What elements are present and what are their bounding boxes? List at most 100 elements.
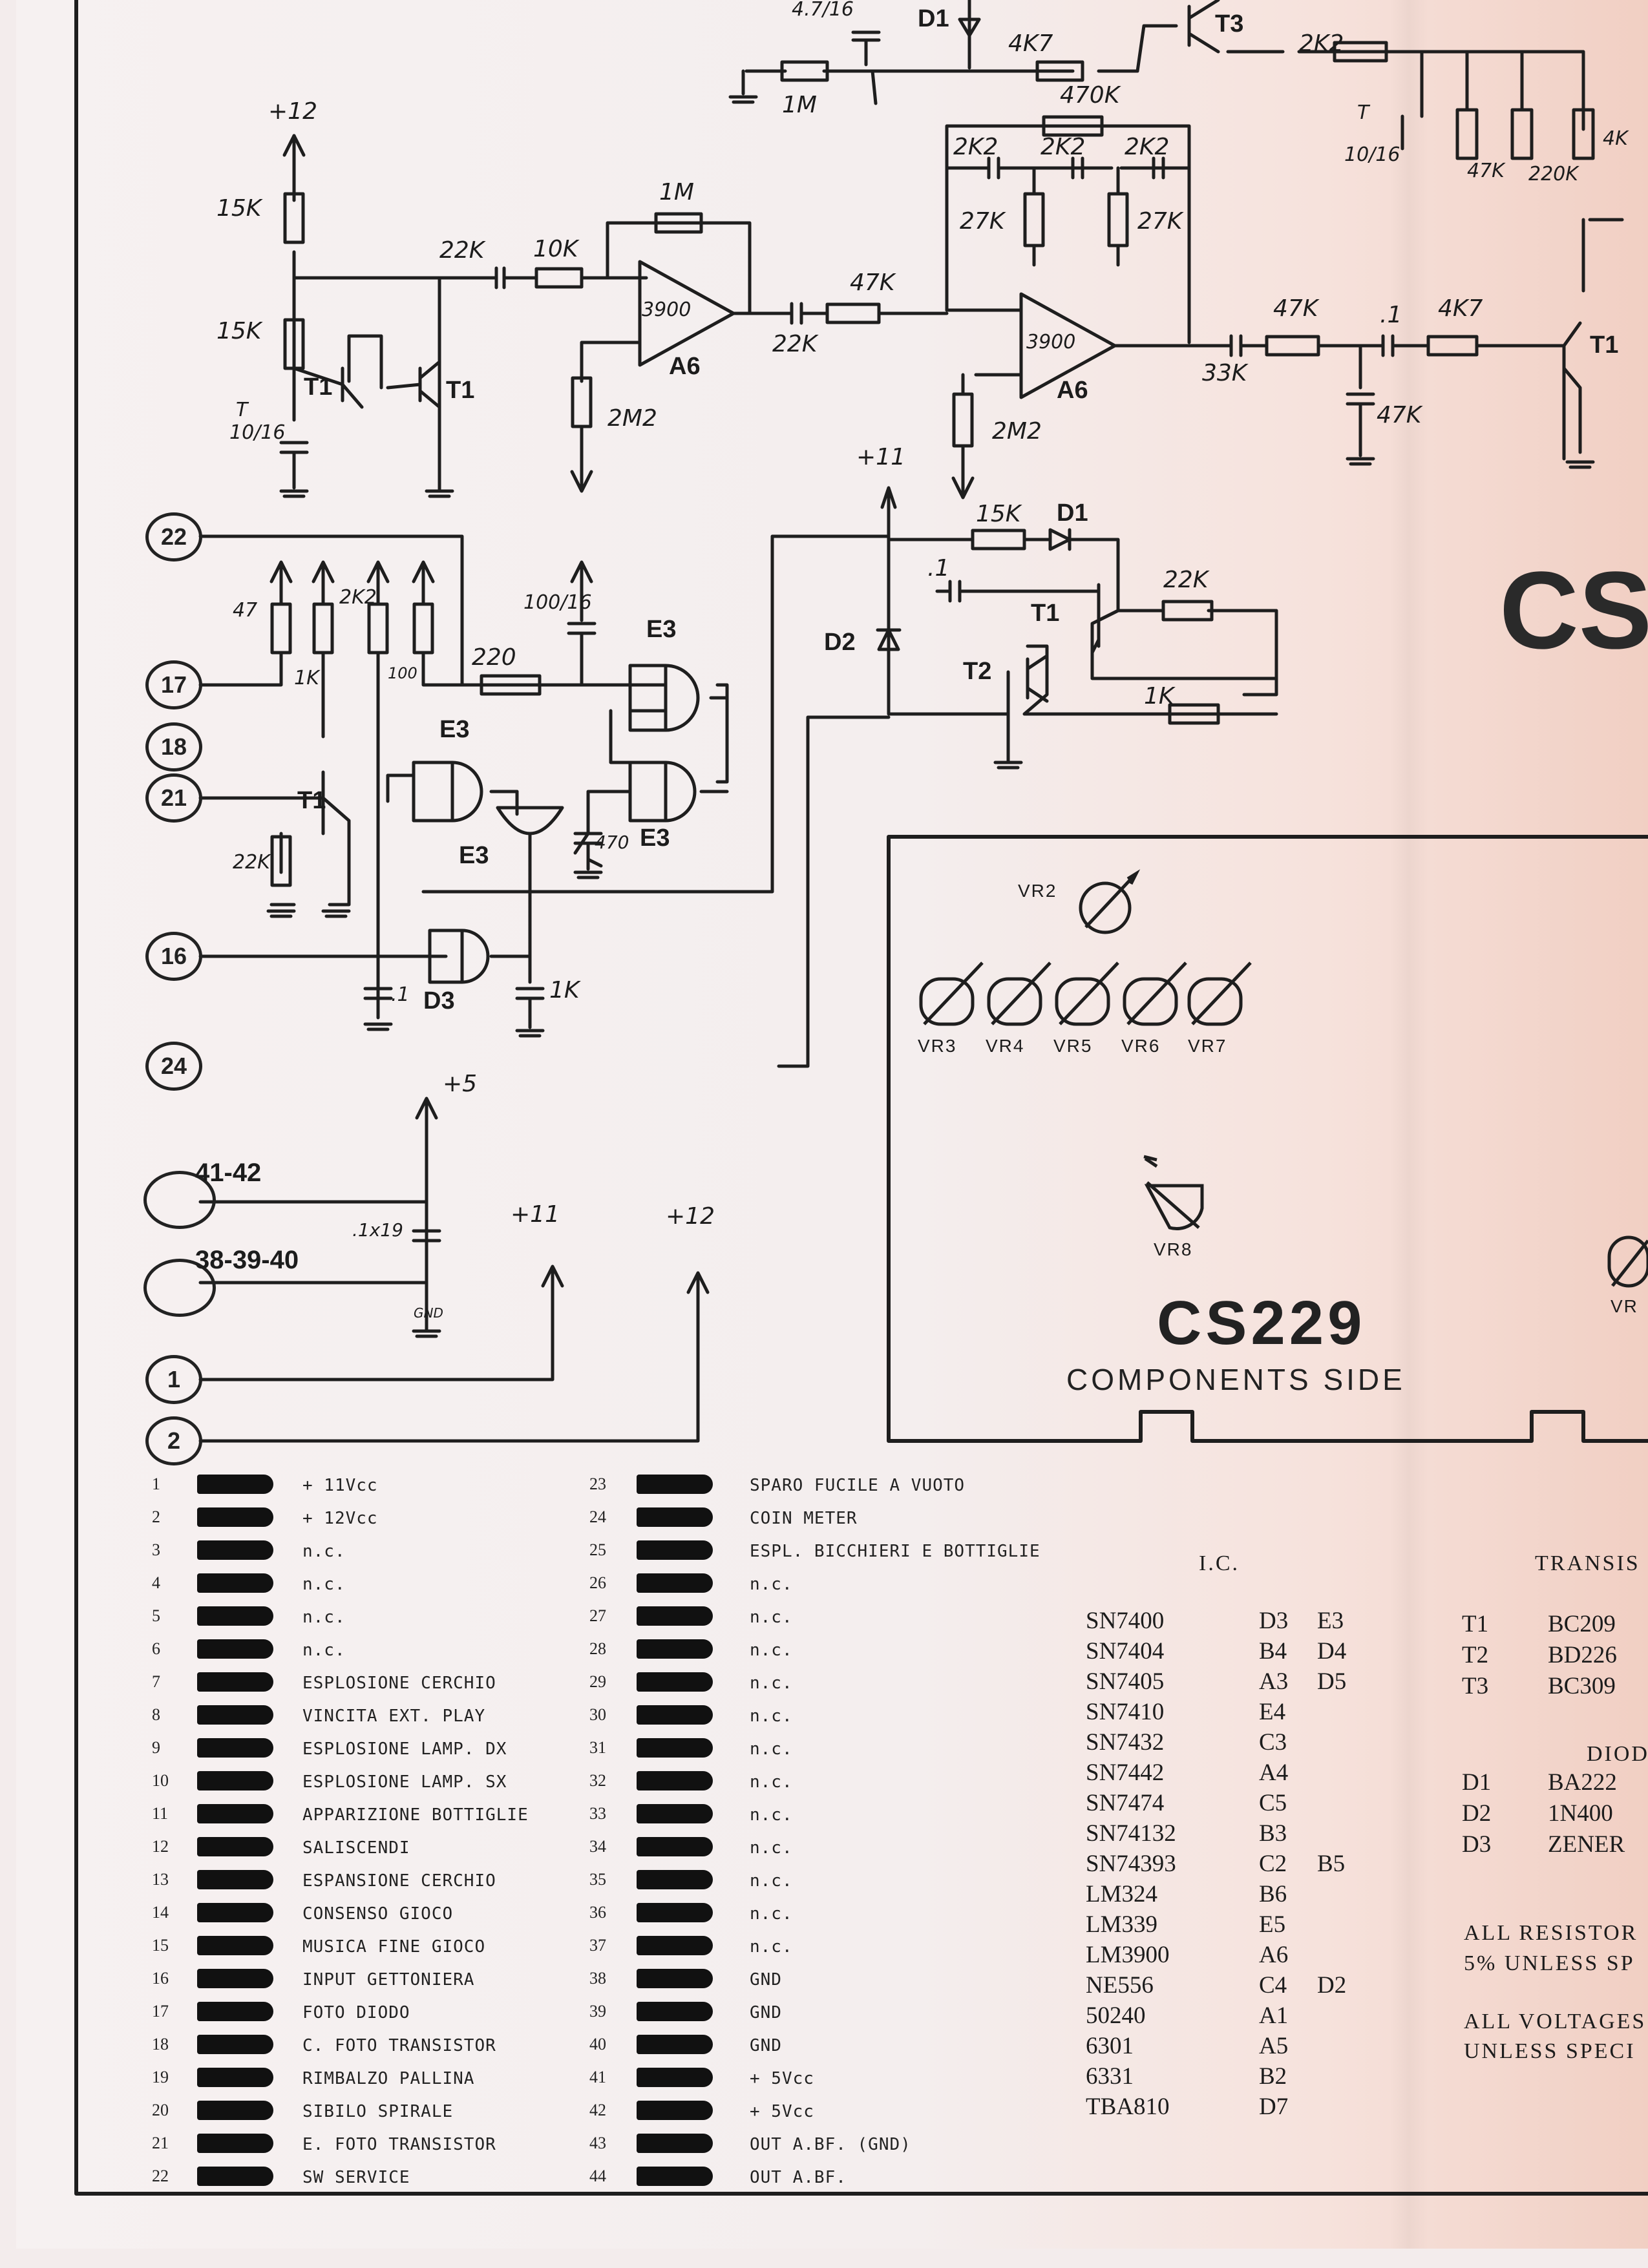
- pin-number: 6: [152, 1639, 160, 1658]
- pin-contact: [637, 2101, 713, 2120]
- resistor-47: [270, 602, 292, 655]
- paper-fold: [1389, 0, 1428, 2249]
- pin-contact: [637, 1903, 713, 1922]
- trimpot-vr2: [1079, 869, 1141, 934]
- pin-number: 25: [589, 1540, 606, 1559]
- ic-loc1: B2: [1259, 2063, 1287, 2090]
- label-100-16: 100/16: [523, 591, 592, 614]
- trimpot-vr6: [1123, 961, 1187, 1026]
- transistor-part: BD226: [1548, 1642, 1617, 1668]
- pin-number: 28: [589, 1639, 606, 1658]
- pin-label: COIN METER: [750, 1509, 858, 1528]
- power-wires: [198, 1097, 710, 1443]
- diode-table-header: DIOD: [1587, 1742, 1648, 1766]
- pin-label: OUT A.BF. (GND): [750, 2135, 911, 2154]
- pin-number: 17: [152, 2002, 169, 2021]
- connector-node-22: 22: [145, 512, 202, 562]
- label-220k-top: 220K: [1528, 163, 1578, 185]
- opamp-a6-left: [638, 260, 735, 367]
- pin-contact: [197, 2068, 273, 2087]
- pin-number: 2: [152, 1507, 160, 1526]
- transistor-t3: [1187, 0, 1220, 54]
- label-gate-e3-top: E3: [646, 616, 677, 643]
- pin-number: 16: [152, 1969, 169, 1988]
- pin-label: n.c.: [750, 1805, 793, 1825]
- pin-number: 15: [152, 1936, 169, 1955]
- pin-number: 42: [589, 2101, 606, 2119]
- pin-label: GND: [750, 2003, 782, 2022]
- label-d1-top: D1: [918, 5, 949, 32]
- label-47k-top: 47K: [1467, 160, 1505, 182]
- label-22k-out: 22K: [772, 331, 818, 357]
- ic-loc1: C4: [1259, 1972, 1287, 1999]
- label-1m-top: 1M: [782, 92, 817, 118]
- ic-loc1: C2: [1259, 1851, 1287, 1877]
- transistor-part: BC209: [1548, 1611, 1616, 1637]
- resistor-22k-right: [1161, 600, 1214, 622]
- resistor-47k-mid: [825, 302, 881, 324]
- pin-contact: [637, 1475, 713, 1494]
- pin-label: SPARO FUCILE A VUOTO: [750, 1476, 966, 1495]
- trimpot-vr3: [919, 961, 984, 1026]
- resistor-4k-top: [1572, 108, 1595, 160]
- label-supply-5: +5: [443, 1071, 478, 1097]
- ic-loc2: B5: [1317, 1851, 1346, 1877]
- label-supply-12b: +12: [666, 1203, 715, 1230]
- connector-node-38-39-40: [143, 1259, 216, 1317]
- label-2m2-right: 2M2: [992, 418, 1042, 445]
- label-10-16: 10/16: [229, 421, 286, 444]
- connector-node-1: 1: [145, 1355, 202, 1404]
- pin-number: 1: [152, 1475, 160, 1493]
- resistor-47k-top: [1455, 108, 1479, 160]
- pin-label: OUT A.BF.: [750, 2168, 847, 2187]
- pullup-arrows: [269, 560, 593, 622]
- pin-label: n.c.: [750, 1739, 793, 1759]
- resistor-47k-out: [1265, 335, 1320, 357]
- label-2m2-left: 2M2: [607, 405, 657, 432]
- ic-part: SN7474: [1086, 1790, 1165, 1816]
- pin-label: n.c.: [750, 1706, 793, 1726]
- ic-table-header: I.C.: [1199, 1551, 1240, 1575]
- cap-100-16: [567, 622, 597, 687]
- a6-right-in: [945, 308, 1023, 396]
- cap-dot1: [1381, 334, 1395, 357]
- pin-label: RIMBALZO PALLINA: [302, 2069, 475, 2088]
- transistor-part: BC309: [1548, 1673, 1616, 1699]
- resistor-10k: [534, 267, 584, 289]
- ic-loc1: A6: [1259, 1942, 1289, 1968]
- pin-contact: [197, 2134, 273, 2153]
- ic-loc1: A5: [1259, 2033, 1289, 2059]
- label-t1-a: T1: [304, 373, 333, 401]
- label-gnd: GND: [414, 1305, 443, 1321]
- label-dot1-right: .1: [927, 555, 950, 582]
- trimpot-label-vr8: VR8: [1154, 1239, 1193, 1259]
- label-15k-a: 15K: [217, 195, 262, 222]
- pin-contact: [637, 2167, 713, 2186]
- pin-number: 13: [152, 1870, 169, 1889]
- ic-loc1: B3: [1259, 1820, 1287, 1847]
- pcb-outline: [887, 835, 1648, 1443]
- label-4k-top: 4K: [1603, 127, 1628, 150]
- label-1k-right: 1K: [1144, 683, 1174, 709]
- diode-part: 1N400: [1548, 1800, 1613, 1827]
- ic-loc2: D2: [1317, 1972, 1347, 1999]
- cap-1k-logic: [515, 987, 545, 1029]
- resistor-27k-a: [1023, 192, 1045, 247]
- ic-loc1: B4: [1259, 1638, 1287, 1664]
- pin-contact: [197, 1771, 273, 1790]
- label-2k2-logic: 2K2: [339, 586, 377, 609]
- pin-contact: [197, 1705, 273, 1725]
- note-line-4: UNLESS SPECI: [1464, 2039, 1636, 2063]
- label-4k7-out: 4K7: [1438, 295, 1483, 322]
- connector-node-41-42: [143, 1171, 216, 1229]
- pin-number: 5: [152, 1606, 160, 1625]
- label-2k2-a: 2K2: [953, 134, 998, 160]
- ground-left-b: [425, 489, 454, 498]
- arrow-down-left: [570, 425, 593, 493]
- a6-right-output: [1113, 218, 1624, 461]
- resistor-2k2-top: [1333, 41, 1388, 63]
- transistor-t1-left: [292, 366, 364, 409]
- board-title: CS229: [1157, 1288, 1366, 1358]
- gate-e3-left: [412, 761, 519, 823]
- pin-number: 37: [589, 1936, 606, 1955]
